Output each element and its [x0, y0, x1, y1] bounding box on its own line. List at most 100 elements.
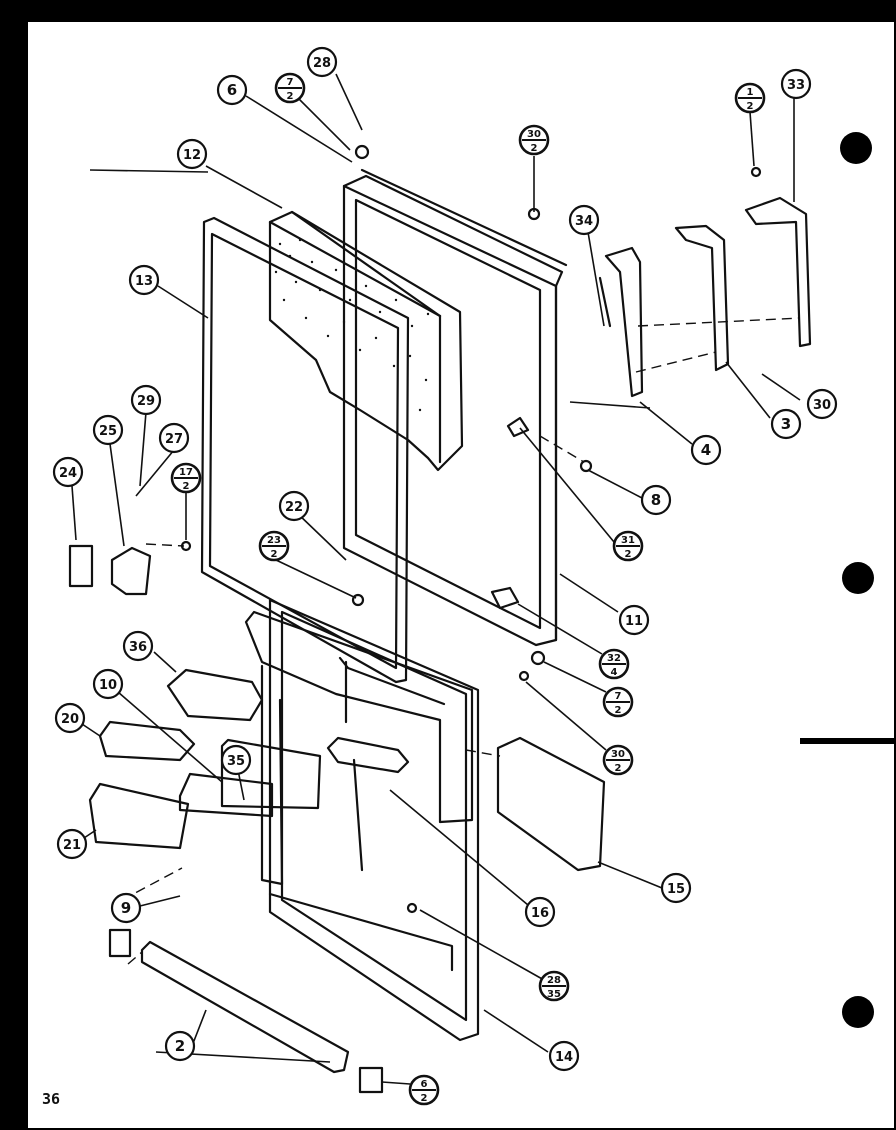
callout-21: 21	[56, 828, 88, 860]
callout-label: 8	[651, 491, 661, 509]
callout-33: 33	[780, 68, 812, 100]
callout-circle	[524, 896, 556, 928]
callout-2: 2	[164, 1030, 196, 1062]
binder-hole	[840, 132, 872, 164]
callout-label: 22	[285, 500, 303, 515]
callout-16: 16	[524, 896, 556, 928]
trim-end-cap	[358, 1066, 384, 1094]
callout-34: 34	[568, 204, 600, 236]
butter-door	[496, 736, 606, 872]
callout-6: 6	[216, 74, 248, 106]
callout-circle	[92, 414, 124, 446]
callout-circle	[54, 702, 86, 734]
fraction-top: 31	[621, 535, 635, 546]
shelf-rail-upper	[220, 738, 322, 810]
callout-label: 13	[135, 274, 153, 289]
fraction-callout-7-2: 72	[602, 686, 634, 718]
callout-circle	[128, 264, 160, 296]
fraction-callout-32-4: 324	[598, 648, 630, 680]
fraction-top: 32	[607, 653, 621, 664]
fraction-top: 1	[747, 87, 754, 98]
callout-circle	[176, 138, 208, 170]
callout-circle	[278, 490, 310, 522]
hinge-bracket-lower	[598, 246, 644, 398]
callout-circle	[660, 872, 692, 904]
alignment-lines	[121, 317, 801, 965]
fraction-bottom: 2	[271, 549, 278, 560]
door-stop	[506, 416, 530, 438]
bottom-trim	[140, 940, 350, 1074]
callout-4: 4	[690, 434, 722, 466]
callout-circle	[770, 408, 802, 440]
screw	[354, 144, 370, 160]
dairy-bin	[166, 668, 264, 722]
screw	[530, 650, 546, 666]
callout-10: 10	[92, 668, 124, 700]
callout-circle	[122, 630, 154, 662]
callout-15: 15	[660, 872, 692, 904]
fraction-top: 7	[287, 77, 294, 88]
callout-label: 29	[137, 394, 155, 409]
callout-circle	[548, 1040, 580, 1072]
fraction-top: 7	[615, 691, 622, 702]
callout-label: 25	[99, 424, 117, 439]
callout-35: 35	[220, 744, 252, 776]
callout-circle	[640, 484, 672, 516]
callout-label: 27	[165, 432, 183, 447]
callout-label: 4	[701, 441, 711, 459]
cantilever-shelf	[326, 736, 410, 774]
fraction-top: 17	[179, 467, 193, 478]
egg-tray	[88, 782, 190, 850]
callout-circle	[92, 668, 124, 700]
callout-20: 20	[54, 702, 86, 734]
fraction-bottom: 2	[287, 91, 294, 102]
fraction-bottom: 2	[747, 101, 754, 112]
callout-circle	[110, 892, 142, 924]
binder-hole	[842, 562, 874, 594]
fresh-food-door-panel	[268, 598, 480, 1042]
callout-label: 34	[575, 214, 593, 229]
callout-circle	[306, 46, 338, 78]
callout-27: 27	[158, 422, 190, 454]
screw	[518, 670, 530, 682]
callout-label: 14	[555, 1050, 573, 1065]
callout-label: 2	[175, 1037, 185, 1055]
fraction-callout-1-2: 12	[734, 82, 766, 114]
fraction-bottom: 2	[625, 549, 632, 560]
callout-circle	[56, 828, 88, 860]
callout-label: 12	[183, 148, 201, 163]
callout-circle	[130, 384, 162, 416]
callout-label: 36	[129, 640, 147, 655]
fraction-bottom: 35	[547, 989, 561, 1000]
callout-circle	[618, 604, 650, 636]
scan-mark	[800, 738, 894, 744]
door-stop	[490, 586, 520, 610]
callout-label: 9	[121, 899, 131, 917]
callout-24: 24	[52, 456, 84, 488]
fraction-callout-17-2: 172	[170, 462, 202, 494]
callout-label: 24	[59, 466, 77, 481]
fraction-top: 28	[547, 975, 561, 986]
callout-label: 21	[63, 838, 81, 853]
fraction-bottom: 4	[611, 667, 618, 678]
fraction-callout-7-2: 72	[274, 72, 306, 104]
fraction-top: 30	[527, 129, 541, 140]
fraction-callout-6-2: 62	[408, 1074, 440, 1106]
callout-9: 9	[110, 892, 142, 924]
callout-label: 35	[227, 754, 245, 769]
hinge-bracket-top	[744, 196, 812, 348]
callout-circle	[568, 204, 600, 236]
callout-circle	[158, 422, 190, 454]
callout-28: 28	[306, 46, 338, 78]
callout-label: 11	[625, 614, 643, 629]
fraction-bottom: 2	[421, 1093, 428, 1104]
callout-circle	[164, 1030, 196, 1062]
freezer-door-liner	[268, 210, 464, 472]
screw	[579, 459, 593, 473]
callout-label: 30	[813, 398, 831, 413]
fraction-callout-30-2: 302	[518, 124, 550, 156]
callout-circle	[806, 388, 838, 420]
